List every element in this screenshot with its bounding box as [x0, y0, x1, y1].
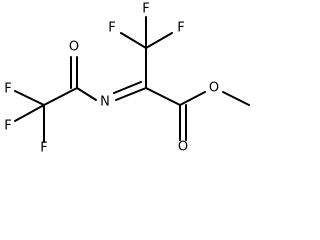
atom-o-acyl: O [69, 40, 79, 55]
bond-acyl-to-cf3 [43, 87, 78, 106]
atom-f-top-middle: F [142, 2, 149, 17]
bond-o-methyl [222, 91, 250, 106]
bond-left-cf3-f-lower [14, 104, 45, 122]
atom-f-top-left: F [108, 21, 115, 36]
chemical-structure: F F F O N O O F F F [4, 2, 250, 156]
bond-c-f-left [120, 32, 147, 49]
bond-n-acyl-carbon [76, 87, 97, 101]
bond-c-n-double-a [115, 87, 147, 101]
bond-ester-c-o [179, 91, 206, 106]
bond-left-cf3-f-upper [14, 90, 45, 106]
atom-f-bottom: F [40, 141, 47, 156]
atom-f-top-right: F [177, 21, 184, 36]
bond-lines [14, 16, 250, 143]
atom-f-left-upper: F [4, 82, 11, 97]
bond-c-n-double-b [113, 81, 142, 94]
atom-n-imine: N [100, 95, 110, 110]
atom-f-left-lower: F [4, 119, 11, 134]
atom-o-ester: O [209, 81, 219, 96]
bond-alpha-to-ester-carbon [145, 87, 181, 106]
atom-o-carbonyl: O [178, 140, 188, 155]
atom-labels: F F F O N O O F F F [4, 2, 219, 156]
bond-c-f-right [145, 32, 173, 49]
